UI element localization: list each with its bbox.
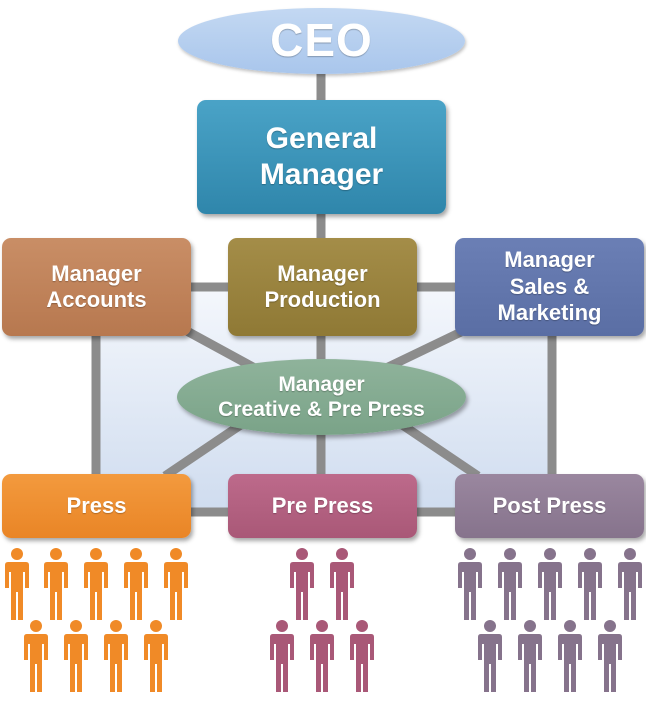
manager-creative-prepress-label: Manager Creative & Pre Press	[218, 372, 425, 421]
manager-accounts-node: Manager Accounts	[2, 238, 191, 336]
pre-press-node: Pre Press	[228, 474, 417, 538]
manager-accounts-label: Manager Accounts	[46, 260, 147, 312]
pre-press-label: Pre Press	[271, 492, 374, 518]
post-press-person-icon	[478, 620, 502, 692]
manager-creative-prepress-node: Manager Creative & Pre Press	[177, 359, 466, 435]
ceo-node: CEO	[178, 8, 465, 74]
press-person-icon	[24, 620, 48, 692]
post-press-person-icon	[538, 548, 562, 620]
press-person-icon	[144, 620, 168, 692]
general-manager-label: General Manager	[259, 122, 384, 191]
general-manager-node: General Manager	[197, 100, 446, 214]
pre-press-person-icon	[310, 620, 334, 692]
post-press-person-icon	[458, 548, 482, 620]
post-press-person-icon	[498, 548, 522, 620]
press-person-icon	[64, 620, 88, 692]
press-person-icon	[164, 548, 188, 620]
post-press-person-icon	[558, 620, 582, 692]
post-press-person-icon	[578, 548, 602, 620]
post-press-person-icon	[618, 548, 642, 620]
connector-creative-to-postpress	[395, 418, 481, 480]
press-person-icon	[124, 548, 148, 620]
press-person-icon	[44, 548, 68, 620]
ceo-label: CEO	[270, 14, 373, 67]
pre-press-person-icon	[290, 548, 314, 620]
pre-press-person-icon	[270, 620, 294, 692]
manager-sales-marketing-node: Manager Sales & Marketing	[455, 238, 644, 336]
press-node: Press	[2, 474, 191, 538]
post-press-label: Post Press	[492, 492, 607, 518]
press-person-icon	[5, 548, 29, 620]
pre-press-person-icon	[350, 620, 374, 692]
manager-production-label: Manager Production	[264, 260, 381, 312]
press-person-icon	[84, 548, 108, 620]
press-label: Press	[66, 492, 127, 518]
pre-press-person-icon	[330, 548, 354, 620]
post-press-node: Post Press	[455, 474, 644, 538]
connector-creative-to-press	[162, 418, 248, 480]
manager-sales-marketing-label: Manager Sales & Marketing	[497, 247, 602, 326]
post-press-person-icon	[598, 620, 622, 692]
manager-production-node: Manager Production	[228, 238, 417, 336]
post-press-person-icon	[518, 620, 542, 692]
press-person-icon	[104, 620, 128, 692]
